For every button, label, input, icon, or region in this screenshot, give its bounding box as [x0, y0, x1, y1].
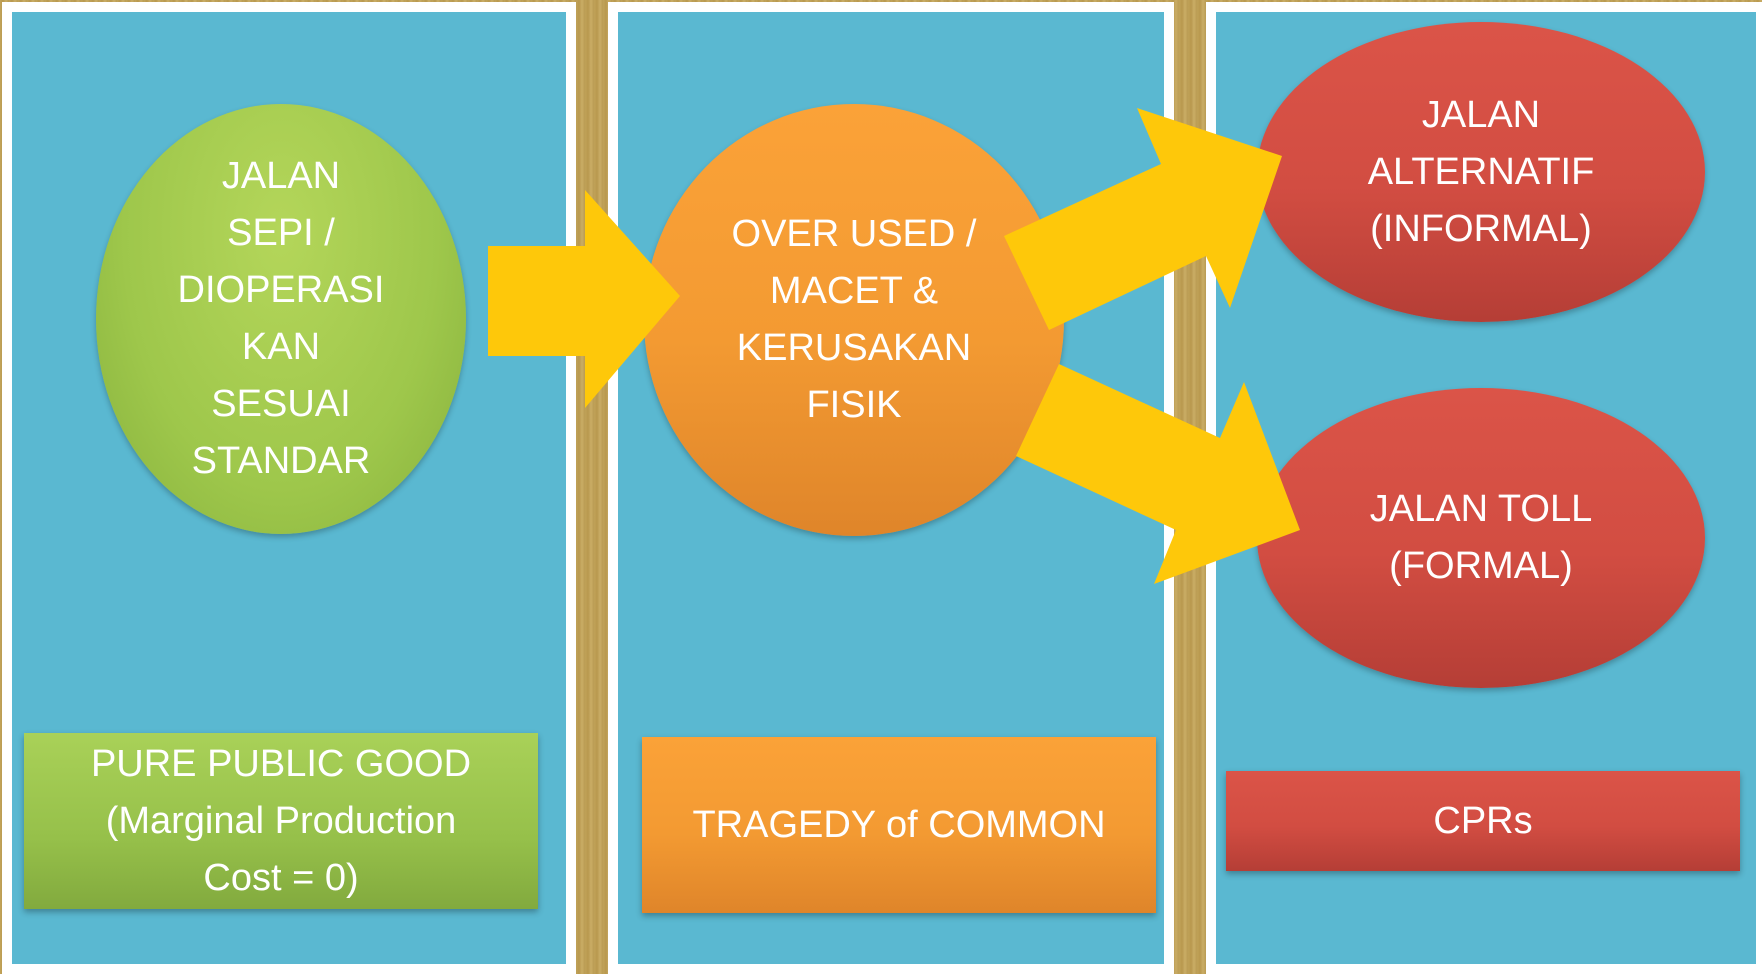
node-jalan-sepi-label: JALAN SEPI / DIOPERASI KAN SESUAI STANDA…: [177, 155, 385, 482]
node-jalan-alternatif: JALAN ALTERNATIF (INFORMAL): [1257, 22, 1705, 322]
node-jalan-alternatif-label: JALAN ALTERNATIF (INFORMAL): [1367, 93, 1595, 250]
box-cprs-label: CPRs: [1433, 799, 1533, 842]
node-over-used: OVER USED / MACET & KERUSAKAN FISIK: [644, 104, 1064, 536]
node-over-used-label: OVER USED / MACET & KERUSAKAN FISIK: [731, 213, 977, 426]
node-jalan-sepi: JALAN SEPI / DIOPERASI KAN SESUAI STANDA…: [96, 104, 466, 534]
box-tragedy-of-common-label: TRAGEDY of COMMON: [692, 803, 1106, 846]
node-jalan-toll-label: JALAN TOLL (FORMAL): [1369, 488, 1593, 587]
box-pure-public-good-label: PURE PUBLIC GOOD (Marginal Production Co…: [90, 742, 472, 899]
box-cprs: CPRs: [1226, 771, 1740, 871]
box-tragedy-of-common: TRAGEDY of COMMON: [642, 737, 1156, 913]
node-jalan-toll: JALAN TOLL (FORMAL): [1257, 388, 1705, 688]
box-pure-public-good: PURE PUBLIC GOOD (Marginal Production Co…: [24, 733, 538, 909]
